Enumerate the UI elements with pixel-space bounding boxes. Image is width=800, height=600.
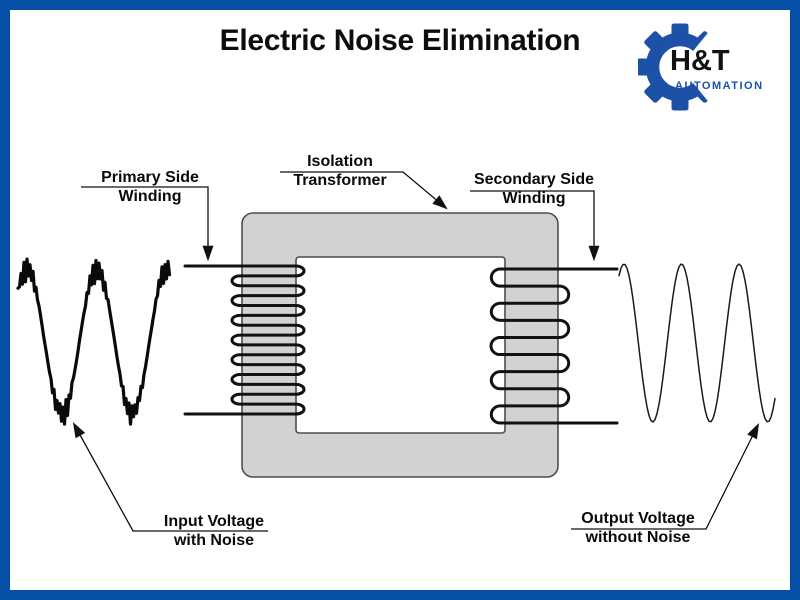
label-line: without Noise — [585, 529, 691, 546]
label-line: Output Voltage — [581, 510, 695, 527]
label-primary-side-winding: Primary Side Winding — [83, 168, 217, 206]
label-isolation-transformer: Isolation Transformer — [273, 152, 407, 190]
label-output-voltage: Output Voltage without Noise — [568, 509, 708, 547]
primary-coil — [183, 264, 306, 416]
output-waveform — [618, 263, 776, 423]
logo-brand-text: H&T — [670, 45, 730, 77]
secondary-leader-line — [470, 190, 600, 262]
label-secondary-side-winding: Secondary Side Winding — [463, 170, 605, 208]
isolation-leader-line — [280, 171, 448, 210]
input-leader-line — [72, 422, 268, 532]
core-window — [295, 256, 506, 434]
label-line: with Noise — [173, 532, 254, 549]
secondary-coil — [489, 267, 619, 425]
output-leader-line — [571, 423, 759, 530]
label-line: Winding — [118, 188, 182, 205]
label-line: Secondary Side — [473, 171, 595, 188]
primary-leader-line — [81, 186, 214, 262]
label-line: Winding — [502, 190, 566, 207]
logo-subtitle-text: AUTOMATION — [675, 80, 764, 92]
brand-logo: H&T AUTOMATION — [630, 12, 790, 122]
label-line: Primary Side — [101, 169, 199, 186]
label-input-voltage: Input Voltage with Noise — [144, 512, 284, 550]
label-line: Input Voltage — [163, 513, 265, 530]
input-waveform — [16, 257, 172, 426]
page-title: Electric Noise Elimination — [219, 24, 581, 57]
label-line: Isolation — [307, 153, 373, 170]
gear-icon — [638, 23, 730, 111]
label-line: Transformer — [293, 172, 387, 189]
